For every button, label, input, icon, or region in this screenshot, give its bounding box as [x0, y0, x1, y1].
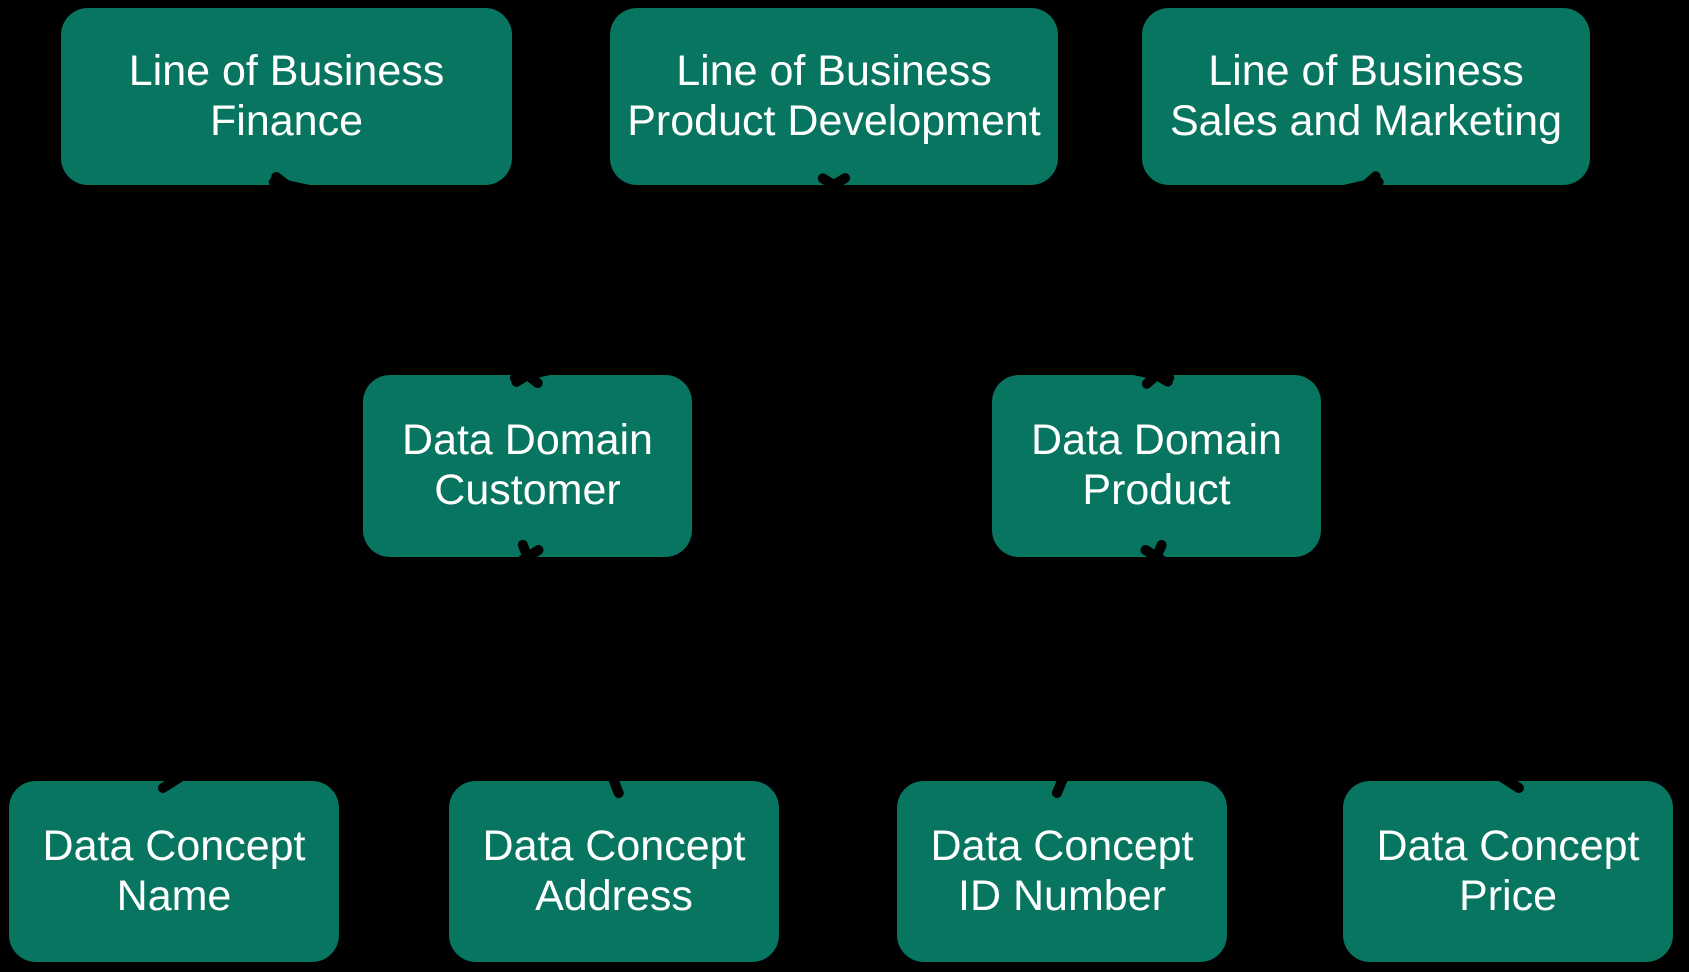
connector-line — [1141, 171, 1381, 389]
node-label: Line of Business Product Development — [627, 46, 1041, 145]
node-label: Data Concept Price — [1376, 821, 1640, 920]
node-label: Data Domain Customer — [402, 416, 653, 514]
node-lob-sales-and-marketing[interactable]: Line of Business Sales and Marketing — [1142, 8, 1590, 185]
connector-line — [268, 177, 1175, 383]
node-label: Data Concept Name — [42, 821, 306, 920]
node-data-concept-name[interactable]: Data Concept Name — [9, 781, 339, 962]
node-data-concept-id-number[interactable]: Data Concept ID Number — [897, 781, 1227, 962]
node-data-concept-address[interactable]: Data Concept Address — [449, 781, 779, 962]
node-data-domain-customer[interactable]: Data Domain Customer — [363, 375, 692, 557]
node-label: Data Concept ID Number — [930, 821, 1194, 920]
connector-line — [1051, 540, 1167, 798]
node-lob-finance[interactable]: Line of Business Finance — [61, 8, 512, 185]
node-lob-product-development[interactable]: Line of Business Product Development — [610, 8, 1058, 185]
connector-line — [517, 539, 624, 799]
node-label: Data Domain Product — [1031, 416, 1282, 514]
connector-line — [511, 173, 851, 387]
node-label: Line of Business Sales and Marketing — [1170, 46, 1562, 145]
connector-line — [1140, 545, 1524, 793]
node-label: Data Concept Address — [482, 821, 746, 920]
connector-line — [158, 545, 544, 793]
node-data-domain-product[interactable]: Data Domain Product — [992, 375, 1321, 557]
connector-line — [817, 173, 1173, 387]
connector-line — [509, 177, 1384, 383]
node-data-concept-price[interactable]: Data Concept Price — [1343, 781, 1673, 962]
connector-line — [271, 171, 543, 389]
node-label: Line of Business Finance — [128, 46, 445, 145]
